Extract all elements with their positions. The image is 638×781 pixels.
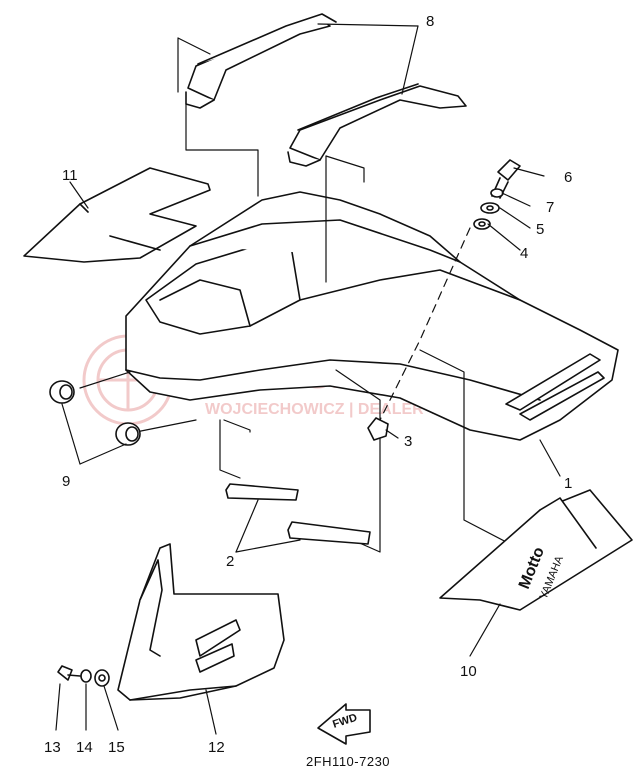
screw — [57, 665, 81, 681]
rail-upper — [185, 13, 337, 109]
rear-fender — [125, 191, 619, 441]
washer-rubber — [473, 218, 491, 230]
leader-lines — [55, 23, 561, 735]
grommet-lower — [115, 422, 141, 446]
seat-pad — [23, 167, 211, 263]
strip-lower — [287, 521, 371, 545]
callout-6: 6 — [564, 169, 572, 186]
callout-15: 15 — [108, 739, 125, 756]
mud-flap: Motto YAMAHA — [439, 489, 633, 611]
drawing-code: 2FH110-7230 — [306, 754, 390, 769]
callout-13: 13 — [44, 739, 61, 756]
washer-plain — [480, 202, 500, 214]
callout-8: 8 — [426, 13, 434, 30]
callout-7: 7 — [546, 199, 554, 216]
strip-upper — [225, 483, 299, 501]
callout-labels: 1 2 3 4 5 6 7 8 9 10 11 12 13 14 15 2FH1… — [44, 13, 572, 769]
rail-lower — [287, 83, 467, 167]
callout-14: 14 — [76, 739, 93, 756]
callout-2: 2 — [226, 553, 234, 570]
callout-12: 12 — [208, 739, 225, 756]
washer-collar — [94, 669, 110, 687]
callout-4: 4 — [520, 245, 528, 262]
fwd-arrow-icon: FWD — [317, 703, 371, 745]
callout-11: 11 — [62, 167, 78, 184]
callout-3: 3 — [404, 433, 412, 450]
grommet-upper — [49, 380, 75, 404]
callout-1: 1 — [564, 475, 572, 492]
washer-small — [80, 669, 92, 683]
side-cover — [117, 543, 285, 701]
callout-10: 10 — [460, 663, 477, 680]
clip-nut — [367, 417, 389, 441]
callout-9: 9 — [62, 473, 70, 490]
callout-5: 5 — [536, 221, 544, 238]
washer-spring — [490, 188, 504, 198]
